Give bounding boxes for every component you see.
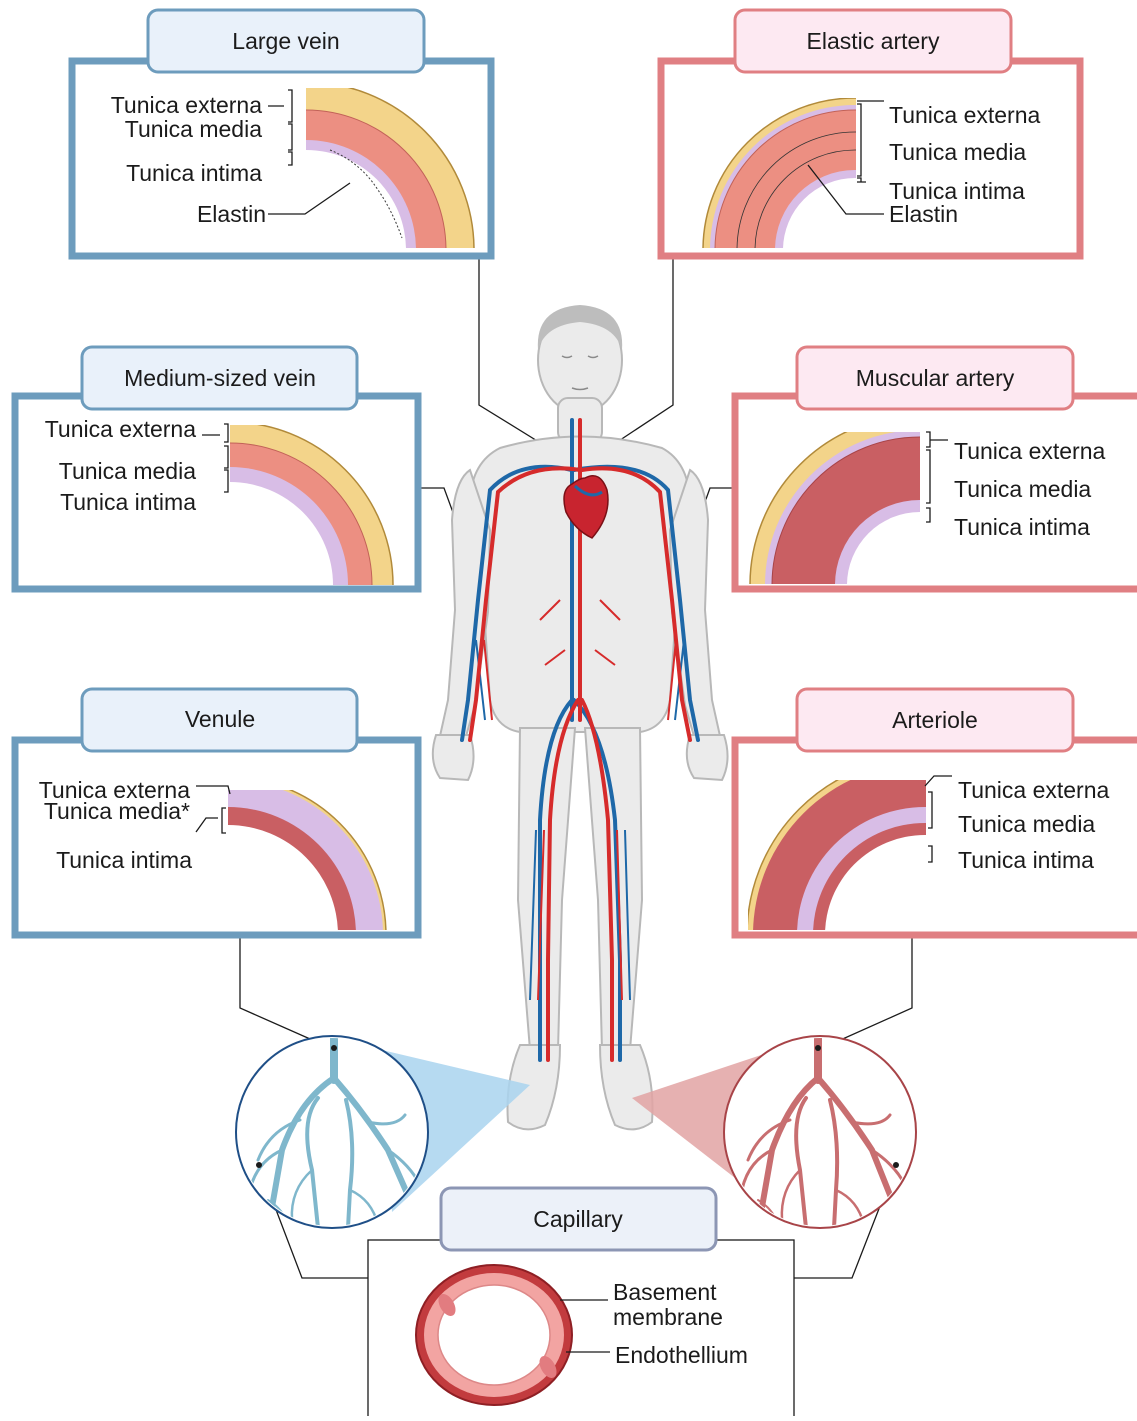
label-tunica-media: Tunica media: [958, 811, 1095, 837]
elastic-artery-panel: Elastic artery Tunica externa Tunica med…: [661, 10, 1080, 402]
label-tunica-media: Tunica media*: [44, 798, 190, 824]
label-membrane: membrane: [613, 1304, 723, 1330]
label-tunica-media: Tunica media: [59, 458, 196, 484]
label-tunica-externa: Tunica externa: [111, 92, 262, 118]
venule-panel: Venule Tunica externa Tunica media* Tuni…: [15, 689, 418, 1093]
capillary-cross-section-icon: [416, 1265, 572, 1405]
venule-title: Venule: [185, 706, 255, 732]
venous-network-icon: [236, 1035, 428, 1230]
label-tunica-media: Tunica media: [889, 139, 1026, 165]
muscular-artery-title: Muscular artery: [856, 365, 1015, 391]
label-basement: Basement: [613, 1279, 717, 1305]
label-tunica-externa: Tunica externa: [45, 416, 196, 442]
label-tunica-intima: Tunica intima: [126, 160, 262, 186]
label-tunica-externa: Tunica externa: [958, 777, 1109, 803]
label-tunica-media: Tunica media: [125, 116, 262, 142]
large-vein-title: Large vein: [232, 28, 339, 54]
label-tunica-intima: Tunica intima: [60, 489, 196, 515]
medium-vein-title: Medium-sized vein: [124, 365, 316, 391]
label-elastin: Elastin: [197, 201, 266, 227]
capillary-panel: Capillary Basement membrane Endothellium: [368, 1188, 794, 1416]
label-tunica-intima: Tunica intima: [958, 847, 1094, 873]
label-tunica-externa: Tunica externa: [954, 438, 1105, 464]
capillary-title: Capillary: [533, 1206, 623, 1232]
elastic-artery-title: Elastic artery: [807, 28, 940, 54]
arteriole-title: Arteriole: [892, 707, 978, 733]
label-tunica-intima: Tunica intima: [954, 514, 1090, 540]
arterial-network-icon: [724, 1035, 916, 1230]
label-endothellium: Endothellium: [615, 1342, 748, 1368]
human-body-icon: [433, 305, 728, 1129]
label-tunica-media: Tunica media: [954, 476, 1091, 502]
label-tunica-externa: Tunica externa: [889, 102, 1040, 128]
label-tunica-intima: Tunica intima: [56, 847, 192, 873]
label-elastin: Elastin: [889, 201, 958, 227]
